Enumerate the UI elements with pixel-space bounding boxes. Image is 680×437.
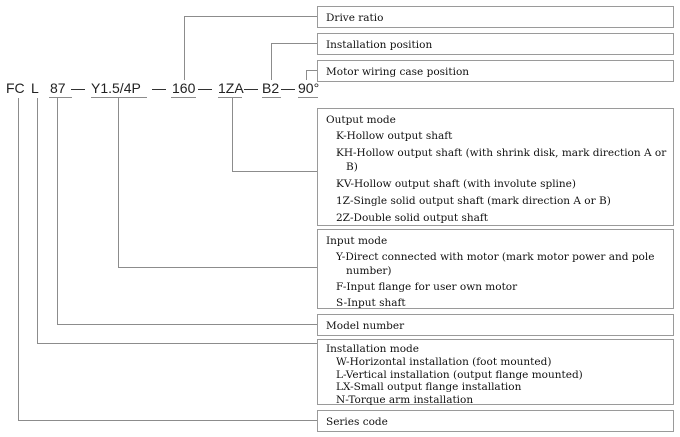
list-item: L-Vertical installation (output flange m… — [336, 368, 583, 381]
list-item: KV-Hollow output shaft (with involute sp… — [336, 178, 576, 190]
code-dash: — — [152, 80, 166, 96]
list-item: 2Z-Double solid output shaft — [336, 212, 489, 224]
connector-model-number — [57, 98, 317, 325]
connector-series-code — [18, 98, 317, 421]
list-item: 1Z-Single solid output shaft (mark direc… — [336, 195, 611, 207]
code-series: FC — [6, 80, 25, 96]
installation-mode-box: Installation mode W-Horizontal installat… — [317, 339, 674, 406]
code-dash: — — [244, 80, 258, 96]
drive-ratio-box: Drive ratio — [317, 6, 674, 28]
output-mode-title: Output mode — [326, 114, 396, 126]
model-number-box: Model number — [317, 314, 674, 336]
code-input-mode: Y1.5/4P — [91, 80, 141, 96]
list-item: F-Input flange for user own motor — [336, 281, 518, 293]
list-item: KH-Hollow output shaft (with shrink disk… — [336, 147, 667, 173]
code-dash: — — [281, 80, 295, 96]
model-number-label: Model number — [326, 320, 405, 332]
series-code-box: Series code — [317, 410, 674, 432]
output-mode-box: Output mode K-Hollow output shaft KH-Hol… — [317, 108, 674, 226]
code-installation-mode: L — [31, 80, 39, 96]
list-item: K-Hollow output shaft — [336, 130, 453, 142]
installation-position-label: Installation position — [326, 39, 433, 51]
code-motor-wiring: 90° — [298, 80, 320, 96]
code-model-number: 87 — [50, 80, 66, 96]
input-mode-box: Input mode Y-Direct connected with motor… — [317, 229, 674, 309]
list-item: LX-Small output flange installation — [336, 381, 522, 393]
code-drive-ratio: 160 — [172, 80, 196, 96]
code-dash: — — [71, 80, 85, 96]
input-mode-title: Input mode — [326, 235, 388, 247]
code-output-mode: 1ZA — [218, 80, 244, 96]
code-dash: — — [198, 80, 212, 96]
code-installation-position: B2 — [262, 80, 280, 96]
connector-input-mode — [118, 98, 317, 268]
list-item: Y-Direct connected with motor (mark moto… — [336, 251, 655, 277]
installation-mode-title: Installation mode — [326, 343, 419, 355]
connector-installation-mode — [37, 98, 317, 344]
motor-wiring-box: Motor wiring case position — [317, 60, 674, 82]
installation-position-box: Installation position — [317, 33, 674, 55]
connector-motor-wiring — [306, 70, 317, 80]
connector-drive-ratio — [184, 16, 317, 80]
list-item: W-Horizontal installation (foot mounted) — [336, 356, 552, 368]
connector-output-mode — [232, 98, 317, 172]
connector-installation-position — [271, 43, 317, 80]
list-item: S-Input shaft — [336, 297, 406, 309]
motor-wiring-label: Motor wiring case position — [326, 66, 470, 78]
list-item: N-Torque arm installation — [336, 393, 474, 406]
series-code-label: Series code — [326, 416, 388, 428]
drive-ratio-label: Drive ratio — [326, 12, 384, 24]
